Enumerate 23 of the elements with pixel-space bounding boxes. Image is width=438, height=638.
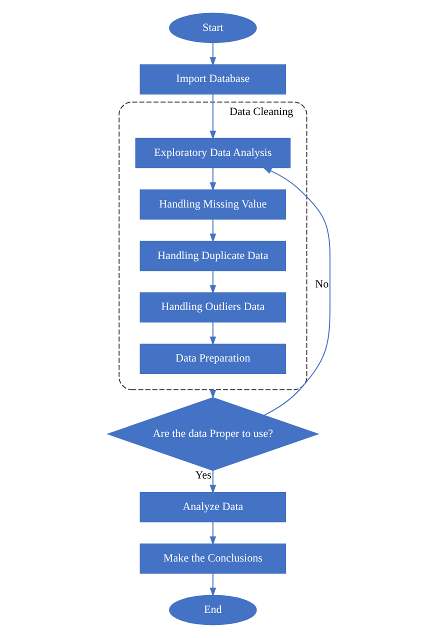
arrow [210,42,216,66]
arrow [210,270,216,294]
arrow [210,94,216,140]
node-ellipse: Start [169,12,257,44]
arrow [210,522,216,546]
arrow [210,573,216,597]
arrow [262,167,330,416]
arrow [210,470,216,494]
node-box: Handling Duplicate Data [140,240,286,272]
arrow [210,322,216,346]
node-box: Make the Conclusions [140,543,286,574]
node-box: Exploratory Data Analysis [135,138,291,168]
node-box: Handling Missing Value [140,189,286,220]
edge-label: No [315,278,329,290]
node-box: Analyze Data [140,492,286,522]
edge-label: Yes [195,469,212,482]
node-box: Data Preparation [140,344,286,374]
node-ellipse: End [169,594,257,626]
node-box: Handling Outliers Data [140,292,286,323]
arrow [210,219,216,243]
arrow [210,168,216,192]
node-box: Import Database [140,64,286,95]
node-diamond: Are the data Proper to use? [106,397,320,471]
